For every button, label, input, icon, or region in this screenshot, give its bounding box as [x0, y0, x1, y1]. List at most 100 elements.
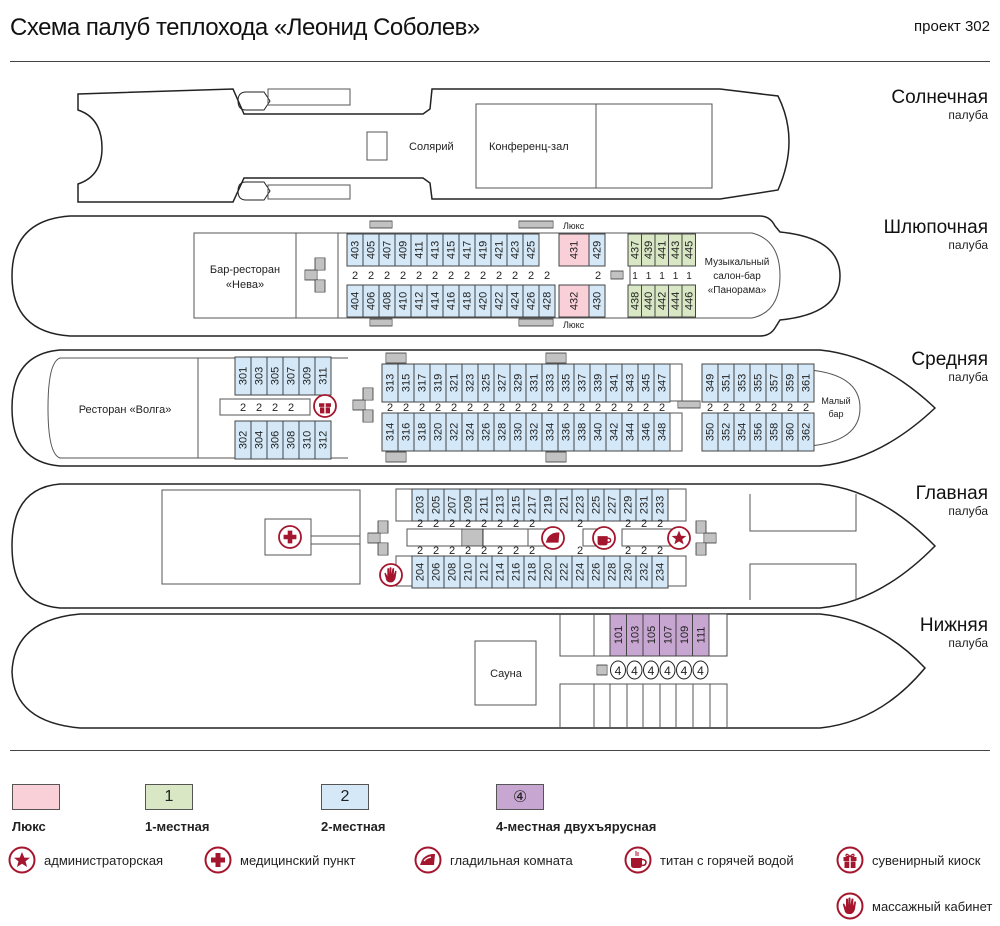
cabin-428: [538, 284, 556, 318]
berth-count: 2: [417, 545, 423, 557]
stairs: [596, 664, 608, 676]
cabin-number: 302: [238, 431, 250, 449]
cabin-number: 316: [401, 423, 413, 441]
cabin-number: 411: [414, 241, 426, 259]
cabin-number: 217: [527, 496, 539, 514]
cabin-number: 429: [592, 241, 604, 259]
berth-count: 2: [611, 402, 617, 414]
cabin-number: 304: [254, 431, 266, 449]
berth-count: 4: [615, 664, 622, 678]
berth-count: 2: [739, 402, 745, 414]
berth-count: 4: [664, 664, 671, 678]
cabin-number: 311: [318, 367, 330, 385]
cabin-number: 440: [643, 292, 655, 310]
cabin-number: 359: [785, 374, 797, 392]
cabin-number: 341: [609, 374, 621, 392]
cabin-number: 441: [656, 241, 668, 259]
quad-berth-marker: [610, 660, 626, 680]
cabin-234: [651, 555, 669, 589]
cabin-361: [797, 363, 815, 403]
cabin-number: 420: [478, 292, 490, 310]
cabin-number: 360: [785, 423, 797, 441]
cabin-number: 417: [462, 241, 474, 259]
cabin-number: 357: [769, 374, 781, 392]
cabin-number: 331: [529, 374, 541, 392]
berth-count: 2: [465, 518, 471, 530]
cabin-empty: [708, 613, 728, 657]
bar-neva: [193, 232, 297, 319]
cabin-number: 332: [529, 423, 541, 441]
legend-label-quad: 4-местная двухъярусная: [496, 819, 657, 834]
legend-mark: 1: [164, 788, 174, 805]
cabin-233: [651, 488, 669, 522]
berth-count: 2: [467, 402, 473, 414]
panorama-label-2: салон-бар: [713, 270, 761, 282]
stairs: [369, 220, 393, 229]
small-bar-label-2: бар: [829, 409, 844, 419]
cabin-number: 223: [575, 496, 587, 514]
deck-title: Шлюпочная: [883, 217, 988, 238]
cabin-number: 412: [414, 292, 426, 310]
cabin-number: 354: [737, 423, 749, 441]
berth-count: 2: [464, 270, 470, 282]
berth-count: 2: [657, 518, 663, 530]
cabin-number: 343: [625, 374, 637, 392]
cabin-number: 205: [431, 496, 443, 514]
cabin-number: 317: [417, 374, 429, 392]
cabin-number: 414: [430, 292, 442, 310]
berth-count: 2: [659, 402, 665, 414]
cabin-number: 327: [497, 374, 509, 392]
cabin-number: 314: [385, 423, 397, 441]
cabin-number: 358: [769, 423, 781, 441]
deck-title: Солнечная: [891, 87, 988, 108]
legend-swatch-lux: [12, 784, 60, 810]
cabin-number: 432: [569, 292, 581, 310]
legend-symbol-label: медицинский пункт: [240, 852, 356, 868]
berth-count: 2: [432, 270, 438, 282]
cabin-number: 336: [561, 423, 573, 441]
stairs: [677, 400, 701, 409]
berth-count: 2: [657, 545, 663, 557]
hand-glyph: [384, 567, 397, 583]
berth-count: 2: [595, 402, 601, 414]
berth-count: 2: [512, 270, 518, 282]
sun-deck-block-top: [267, 88, 351, 106]
lux-label-top: Люкс: [563, 221, 585, 231]
cabin-number: 220: [543, 563, 555, 581]
bar-neva-label-1: Бар-ресторан: [210, 264, 280, 276]
cabin-number: 107: [662, 626, 674, 644]
cabin-number: 328: [497, 423, 509, 441]
cabin-number: 410: [398, 292, 410, 310]
berth-count: 2: [627, 402, 633, 414]
cabin-number: 105: [646, 626, 658, 644]
stairs: [518, 318, 554, 327]
cabin-number: 446: [683, 292, 695, 310]
cabin-number: 352: [721, 423, 733, 441]
cabin-number: 428: [542, 292, 554, 310]
sun-deck-block-bottom: [267, 184, 351, 200]
berth-count: 2: [563, 402, 569, 414]
cabin-number: 306: [270, 431, 282, 449]
berth-count: 2: [595, 270, 601, 282]
cabin-number: 329: [513, 374, 525, 392]
cabin-number: 404: [350, 292, 362, 310]
berth-count: 2: [531, 402, 537, 414]
corridor-wall: [669, 412, 683, 452]
cabin-number: 413: [430, 241, 442, 259]
cabin-number: 212: [479, 563, 491, 581]
berth-count: 2: [403, 402, 409, 414]
cabin-number: 216: [511, 563, 523, 581]
berth-count: 1: [646, 271, 652, 282]
cabin-number: 309: [302, 367, 314, 385]
cabin-number: 320: [433, 423, 445, 441]
deck-name-main: Главная палуба: [916, 484, 988, 517]
berth-count: 2: [625, 518, 631, 530]
cabin-number: 350: [705, 423, 717, 441]
cabin-number: 334: [545, 423, 557, 441]
berth-count: 2: [400, 270, 406, 282]
cabin-number: 206: [431, 563, 443, 581]
cabin-number: 348: [657, 423, 669, 441]
cabin-429: [588, 233, 606, 267]
